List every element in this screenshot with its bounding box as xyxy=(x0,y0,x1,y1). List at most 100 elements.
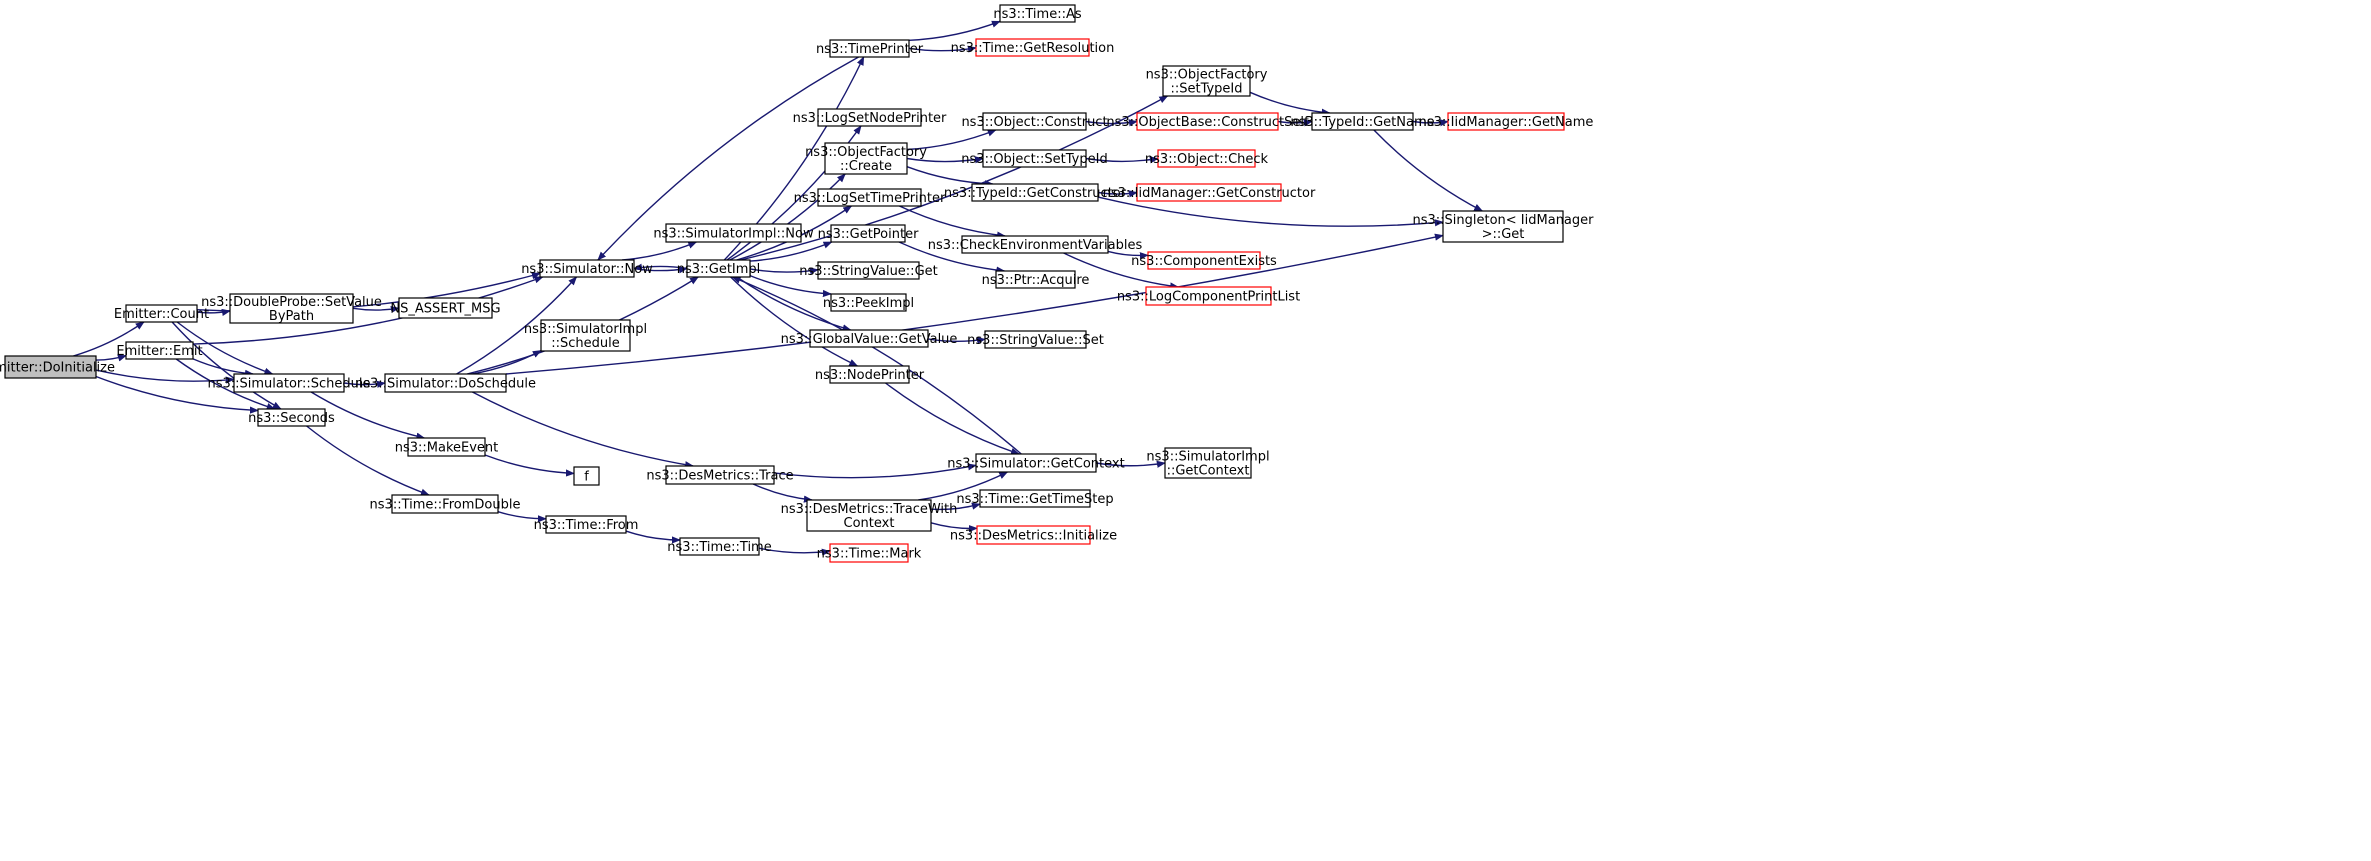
node-box xyxy=(665,465,775,485)
node-box xyxy=(824,142,908,175)
node-box xyxy=(999,4,1076,23)
node-gettimestep[interactable]: ns3::Time::GetTimeStep xyxy=(956,489,1114,508)
node-box xyxy=(229,293,354,324)
node-logtime[interactable]: ns3::LogSetTimePrinter xyxy=(794,188,946,207)
node-label: ns3::Singleton< IidManager>::Get xyxy=(1412,213,1594,242)
node-label: ns3::Simulator::Now xyxy=(521,262,653,277)
node-box xyxy=(817,261,920,280)
node-logcompprint[interactable]: ns3::LogComponentPrintList xyxy=(1117,286,1300,306)
node-box xyxy=(1136,112,1279,131)
node-simimplnow[interactable]: ns3::SimulatorImpl::Now xyxy=(653,223,814,243)
node-desinit[interactable]: ns3::DesMetrics::Initialize xyxy=(950,525,1117,545)
edge-doinit-to-count xyxy=(73,321,145,357)
node-label: ns3::ComponentExists xyxy=(1131,254,1277,269)
node-box xyxy=(233,373,345,393)
node-label: ns3::ObjectFactory::SetTypeId xyxy=(1146,68,1268,97)
node-label: ns3::TypeId::GetConstructor xyxy=(944,186,1127,201)
node-box xyxy=(984,330,1087,349)
edge-getimpl-to-nodeprinter xyxy=(730,276,859,367)
node-label: Emitter::Count xyxy=(114,307,209,322)
node-assert[interactable]: NS_ASSERT_MSG xyxy=(390,297,501,319)
edge-getimpl-to-gvgetvalue xyxy=(736,276,852,332)
node-box xyxy=(979,489,1091,508)
node-timeprinter[interactable]: ns3::TimePrinter xyxy=(816,39,924,58)
node-iidgetname[interactable]: ns3::IidManager::GetName xyxy=(1419,112,1594,131)
node-label: ns3::GetImpl xyxy=(677,262,761,277)
edge-schedule-to-makeevent xyxy=(310,391,426,440)
node-simimplgetctx[interactable]: ns3::SimulatorImpl::GetContext xyxy=(1146,447,1270,479)
node-emit[interactable]: Emitter::Emit xyxy=(116,341,203,360)
node-checkenv[interactable]: ns3::CheckEnvironmentVariables xyxy=(928,235,1143,254)
node-label: ns3::MakeEvent xyxy=(395,441,499,456)
node-getpointer[interactable]: ns3::GetPointer xyxy=(818,224,919,243)
node-ofcreate[interactable]: ns3::ObjectFactory::Create xyxy=(805,142,927,175)
edge-simgetctx-to-simimplgetctx xyxy=(1095,460,1166,468)
node-getimpl[interactable]: ns3::GetImpl xyxy=(677,259,761,278)
node-ofsettypeid[interactable]: ns3::ObjectFactory::SetTypeId xyxy=(1146,65,1268,97)
node-f[interactable]: f xyxy=(573,466,600,486)
node-simimplsched[interactable]: ns3::SimulatorImpl::Schedule xyxy=(524,319,647,352)
edge-emit-to-seconds xyxy=(175,358,276,410)
edge-logtime-to-checkenv xyxy=(899,205,1006,239)
node-gvgetvalue[interactable]: ns3::GlobalValue::GetValue xyxy=(781,329,958,348)
node-peekimpl[interactable]: ns3::PeekImpl xyxy=(823,293,914,312)
node-lognode[interactable]: ns3::LogSetNodePrinter xyxy=(793,108,947,127)
node-singleton[interactable]: ns3::Singleton< IidManager>::Get xyxy=(1412,210,1594,243)
node-doinit[interactable]: Emitter::DoInitialize xyxy=(0,355,115,379)
edge-getimpl-to-strget xyxy=(749,267,819,275)
edge-fromdouble-to-from xyxy=(497,511,547,523)
node-simgetctx[interactable]: ns3::Simulator::GetContext xyxy=(947,453,1125,473)
node-objconstruct[interactable]: ns3::Object::Construct xyxy=(961,112,1108,131)
node-box xyxy=(545,515,627,534)
node-label: ns3::IidManager::GetName xyxy=(1419,115,1594,130)
node-label: ns3::LogSetTimePrinter xyxy=(794,191,946,206)
node-destrace[interactable]: ns3::DesMetrics::Trace xyxy=(646,465,794,485)
node-label: ns3::SimulatorImpl::GetContext xyxy=(1146,450,1269,479)
node-from[interactable]: ns3::Time::From xyxy=(534,515,639,534)
node-fromdouble[interactable]: ns3::Time::FromDouble xyxy=(370,494,521,514)
node-box xyxy=(817,108,922,127)
node-objbasector[interactable]: ns3::ObjectBase::ConstructSelf xyxy=(1106,112,1309,131)
node-timeas[interactable]: ns3::Time::As xyxy=(993,4,1082,23)
node-strset[interactable]: ns3::StringValue::Set xyxy=(967,330,1104,349)
node-box xyxy=(1164,447,1252,479)
edge-makeevent-to-f xyxy=(484,454,575,477)
node-box xyxy=(125,341,194,360)
node-time[interactable]: ns3::Time::Time xyxy=(667,537,772,556)
node-strget[interactable]: ns3::StringValue::Get xyxy=(799,261,938,280)
node-label: Emitter::DoInitialize xyxy=(0,361,115,376)
node-schedule[interactable]: ns3::Simulator::Schedule xyxy=(207,373,371,393)
node-label: ns3::Object::SetTypeId xyxy=(961,152,1107,167)
edge-ofcreate-to-objsettypeid xyxy=(906,156,984,164)
node-box xyxy=(573,466,600,486)
node-label: ns3::Time::Time xyxy=(667,540,771,555)
edge-checkenv-to-logcompprint xyxy=(1063,252,1180,290)
edge-dosched-to-simnow xyxy=(456,276,578,375)
node-label: ns3::ObjectBase::ConstructSelf xyxy=(1106,115,1309,130)
node-compexists[interactable]: ns3::ComponentExists xyxy=(1131,251,1277,270)
node-nodeprinter[interactable]: ns3::NodePrinter xyxy=(815,365,925,384)
node-label: ns3::Object::Construct xyxy=(961,115,1107,130)
node-simnow[interactable]: ns3::Simulator::Now xyxy=(521,259,653,278)
node-box xyxy=(1162,65,1251,97)
node-label: ns3::StringValue::Set xyxy=(967,333,1104,348)
node-seconds[interactable]: ns3::Seconds xyxy=(248,408,335,427)
node-objsettypeid[interactable]: ns3::Object::SetTypeId xyxy=(961,149,1108,168)
node-mark[interactable]: ns3::Time::Mark xyxy=(817,543,922,563)
node-ptracquire[interactable]: ns3::Ptr::Acquire xyxy=(982,270,1090,289)
node-getres[interactable]: ns3::Time::GetResolution xyxy=(951,38,1115,57)
node-box xyxy=(829,543,909,563)
node-box xyxy=(830,293,907,312)
node-iidgetctor[interactable]: ns3::IidManager::GetConstructor xyxy=(1103,183,1316,202)
node-label: f xyxy=(584,470,589,485)
node-typegetname[interactable]: ns3::TypeId::GetName xyxy=(1290,112,1435,131)
node-makeevent[interactable]: ns3::MakeEvent xyxy=(395,437,499,457)
node-typegetctor[interactable]: ns3::TypeId::GetConstructor xyxy=(944,183,1127,202)
node-count[interactable]: Emitter::Count xyxy=(114,304,209,323)
node-dosched[interactable]: ns3::Simulator::DoSchedule xyxy=(355,373,536,393)
node-box xyxy=(982,149,1087,168)
node-objcheck[interactable]: ns3::Object::Check xyxy=(1145,149,1269,168)
